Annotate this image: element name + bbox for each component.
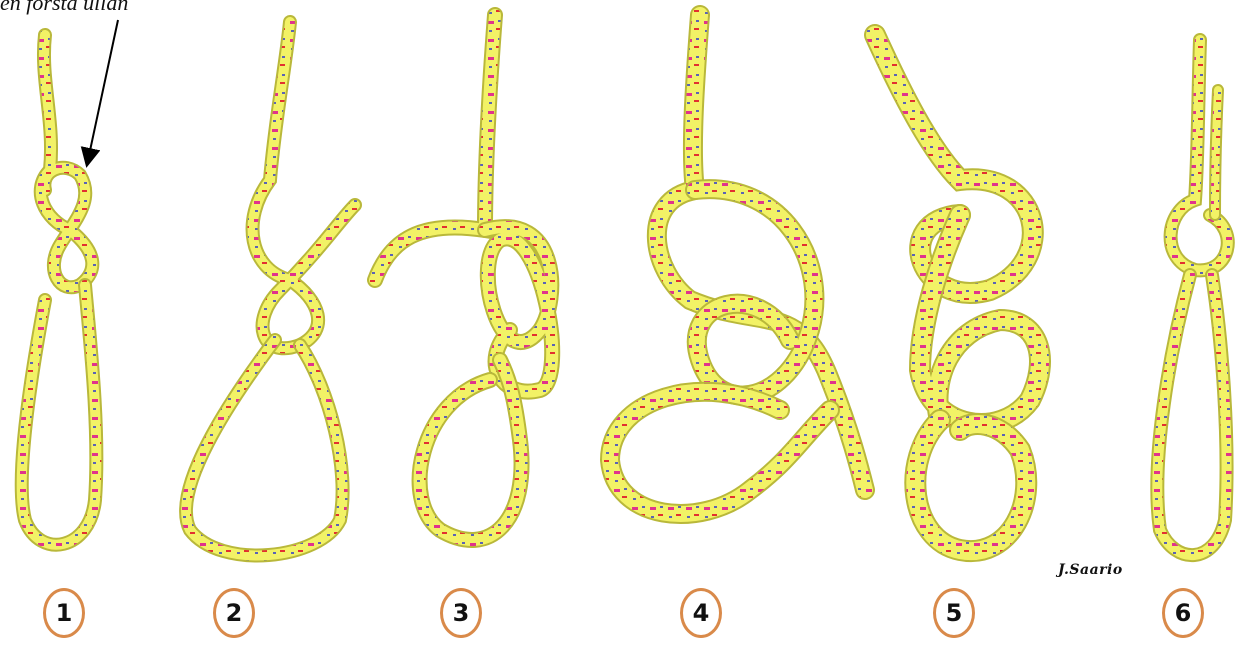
step-badge-6: 6 [1162, 588, 1204, 638]
knot-step-5 [875, 35, 1040, 551]
step-badge-4: 4 [680, 588, 722, 638]
knot-step-6 [1157, 40, 1227, 555]
knot-step-4 [610, 15, 865, 514]
knot-step-2 [186, 22, 355, 555]
step-badge-1: 1 [43, 588, 85, 638]
knot-step-3 [375, 15, 552, 540]
step-badge-5: 5 [933, 588, 975, 638]
artist-signature: J.Saario [1058, 562, 1123, 578]
step-badge-2: 2 [213, 588, 255, 638]
knot-step-1 [22, 35, 97, 545]
step-badge-3: 3 [440, 588, 482, 638]
